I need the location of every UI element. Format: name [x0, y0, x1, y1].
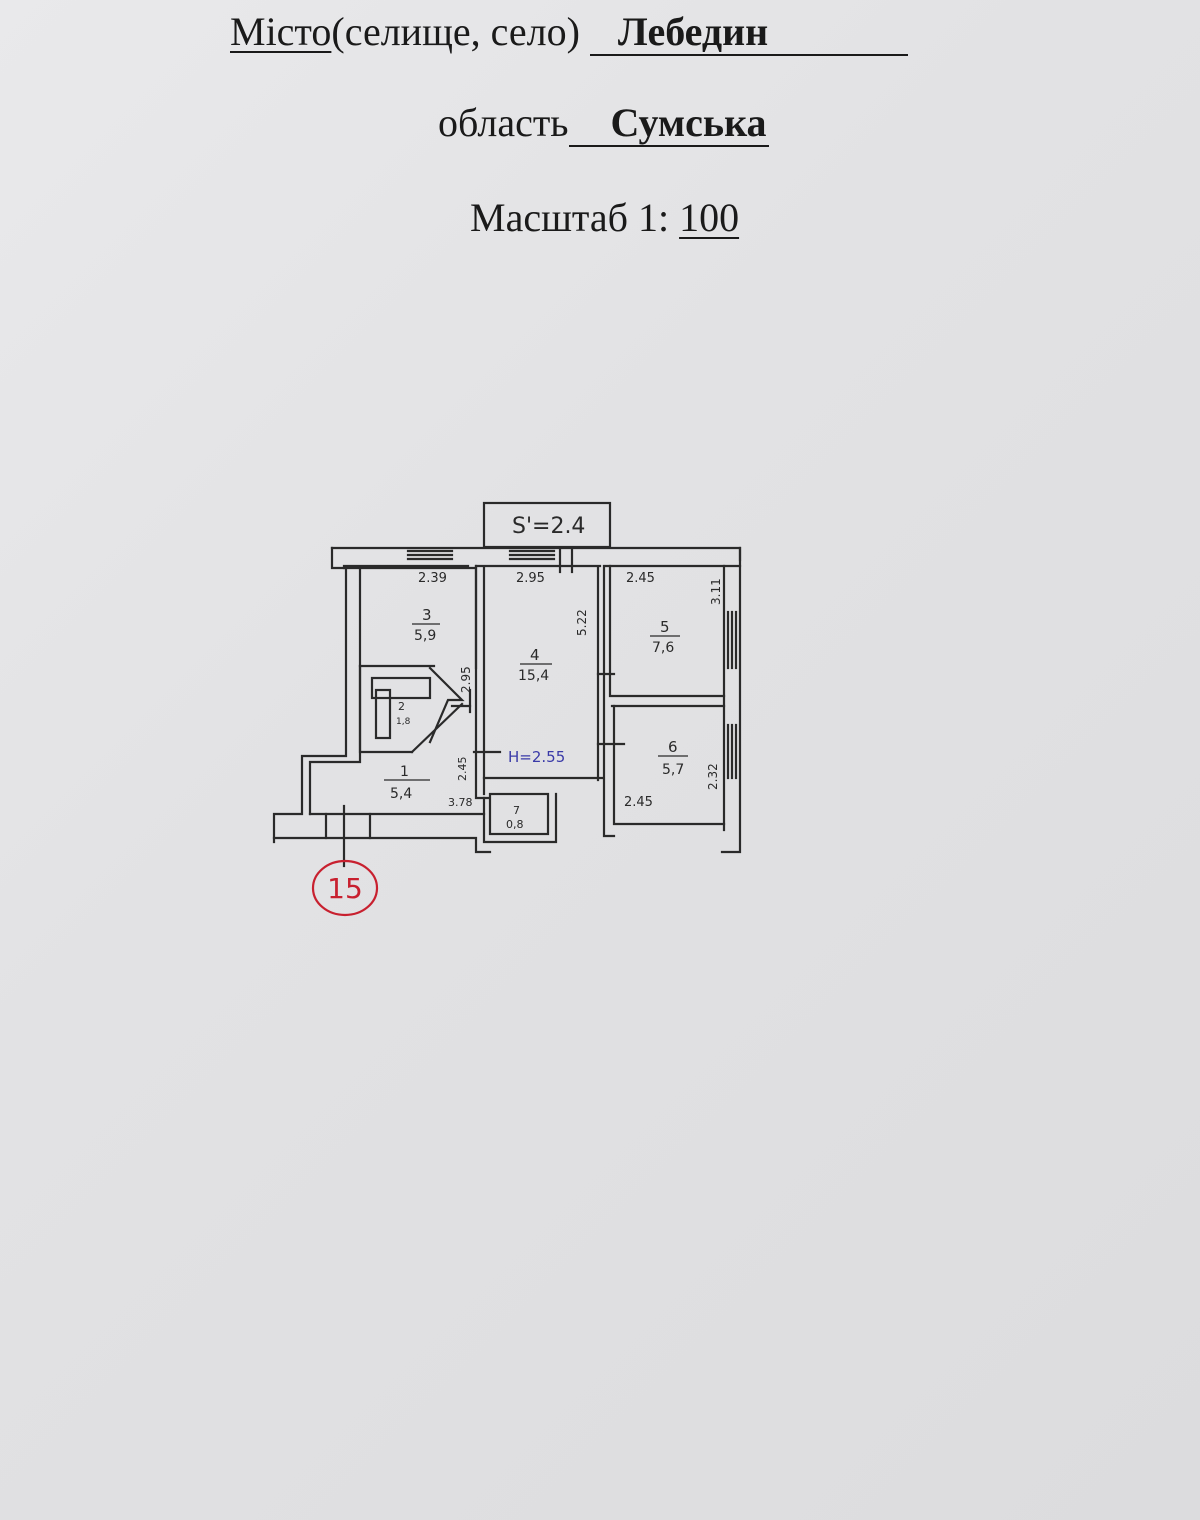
top-windows [406, 549, 556, 561]
scale-value: 100 [679, 195, 740, 240]
city-suffix: (селище, село) [331, 9, 580, 54]
dim-room3-width: 2.39 [418, 571, 447, 586]
city-prefix: Місто [230, 9, 332, 54]
scale-row: Масштаб 1: 100 [470, 198, 739, 238]
ceiling-height: H=2.55 [508, 748, 565, 766]
dim-hall-height: 2.45 [456, 757, 469, 782]
dim-room6-height: 2.32 [706, 763, 720, 790]
apartment-number-stamp: 15 [311, 859, 379, 917]
closet-outline [488, 792, 550, 836]
dim-room5-width: 2.45 [626, 571, 655, 586]
inner-wall-left [308, 566, 362, 816]
dim-room4-width: 2.95 [516, 571, 545, 586]
right-windows [726, 610, 738, 780]
room-1-id: 1 [400, 764, 409, 780]
room-4-area: 15,4 [518, 668, 549, 684]
outer-wall-left [272, 566, 348, 844]
room-6-id: 6 [668, 738, 678, 756]
room-2-area: 1,8 [396, 717, 411, 727]
scale-prefix: Масштаб 1: [470, 195, 680, 240]
city-value: Лебедин [589, 12, 909, 56]
room-2-id: 2 [398, 700, 405, 713]
dim-room6-width: 2.45 [624, 795, 653, 810]
dim-room3-height: 2.95 [459, 666, 473, 693]
outer-wall-right [720, 546, 742, 854]
room-5-area: 7,6 [652, 640, 674, 656]
room-6-area: 5,7 [662, 762, 684, 778]
apartment-number: 15 [327, 872, 363, 905]
room-2 [358, 664, 472, 754]
region-prefix: область [438, 100, 569, 145]
room-5 [596, 564, 726, 698]
room-3-id: 3 [422, 606, 432, 624]
dim-room5-height: 3.11 [709, 578, 723, 605]
room-4 [472, 546, 626, 800]
room-6 [602, 704, 726, 838]
room-7-area: 0,8 [506, 818, 524, 831]
room-3-area: 5,9 [414, 628, 436, 644]
plan-labels: S'=2.4 2.39 2.95 2.45 2.45 3.78 2.95 5.2… [384, 514, 723, 831]
room-7 [482, 792, 558, 844]
region-value: Сумська [568, 103, 769, 147]
room-5-id: 5 [660, 618, 670, 636]
dim-room4-height: 5.22 [575, 609, 589, 636]
outer-wall-bottom-left [272, 836, 492, 854]
bathtub [370, 676, 432, 700]
outer-wall-left-cap [330, 546, 348, 570]
city-row: Місто(селище, село) Лебедин [230, 9, 909, 56]
room-1 [410, 688, 472, 754]
balcony-label: S'=2.4 [512, 514, 585, 539]
dim-hall-width: 3.78 [448, 796, 473, 809]
room-1-area: 5,4 [390, 786, 412, 802]
room-7-id: 7 [513, 804, 520, 817]
room-4-id: 4 [530, 646, 540, 664]
